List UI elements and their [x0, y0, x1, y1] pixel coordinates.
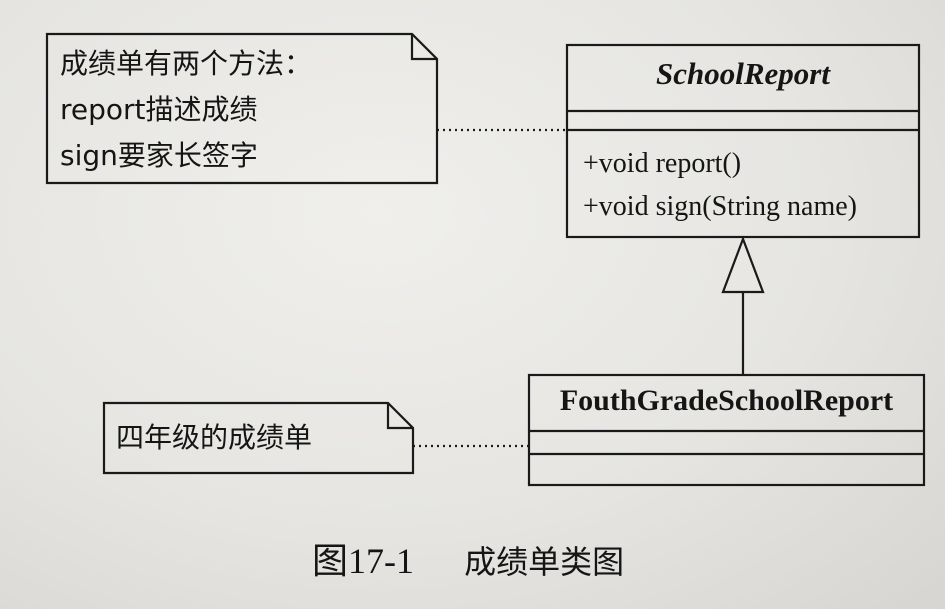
figure-caption-title: 成绩单类图 — [464, 543, 625, 581]
generalization-arrowhead — [721, 235, 765, 294]
note-report-line-2: report描述成绩 — [60, 93, 258, 126]
note-report-fold — [410, 34, 437, 61]
figure-caption-label: 图17-1 — [312, 541, 414, 581]
note-fourth-fold — [386, 403, 413, 430]
note-report-line-3: sign要家长签字 — [60, 139, 258, 172]
class-school-report-name: SchoolReport — [656, 56, 830, 91]
note-report-line-1: 成绩单有两个方法： — [60, 47, 313, 80]
class-fourth-grade-name: FouthGradeSchoolReport — [559, 384, 894, 417]
class-school-report-method-2: +void sign(String name) — [583, 191, 857, 222]
class-school-report-method-1: +void report() — [583, 148, 742, 179]
figure-caption: 图17-1 成绩单类图 — [312, 532, 624, 584]
note-fourth-text: 四年级的成绩单 — [116, 421, 313, 454]
